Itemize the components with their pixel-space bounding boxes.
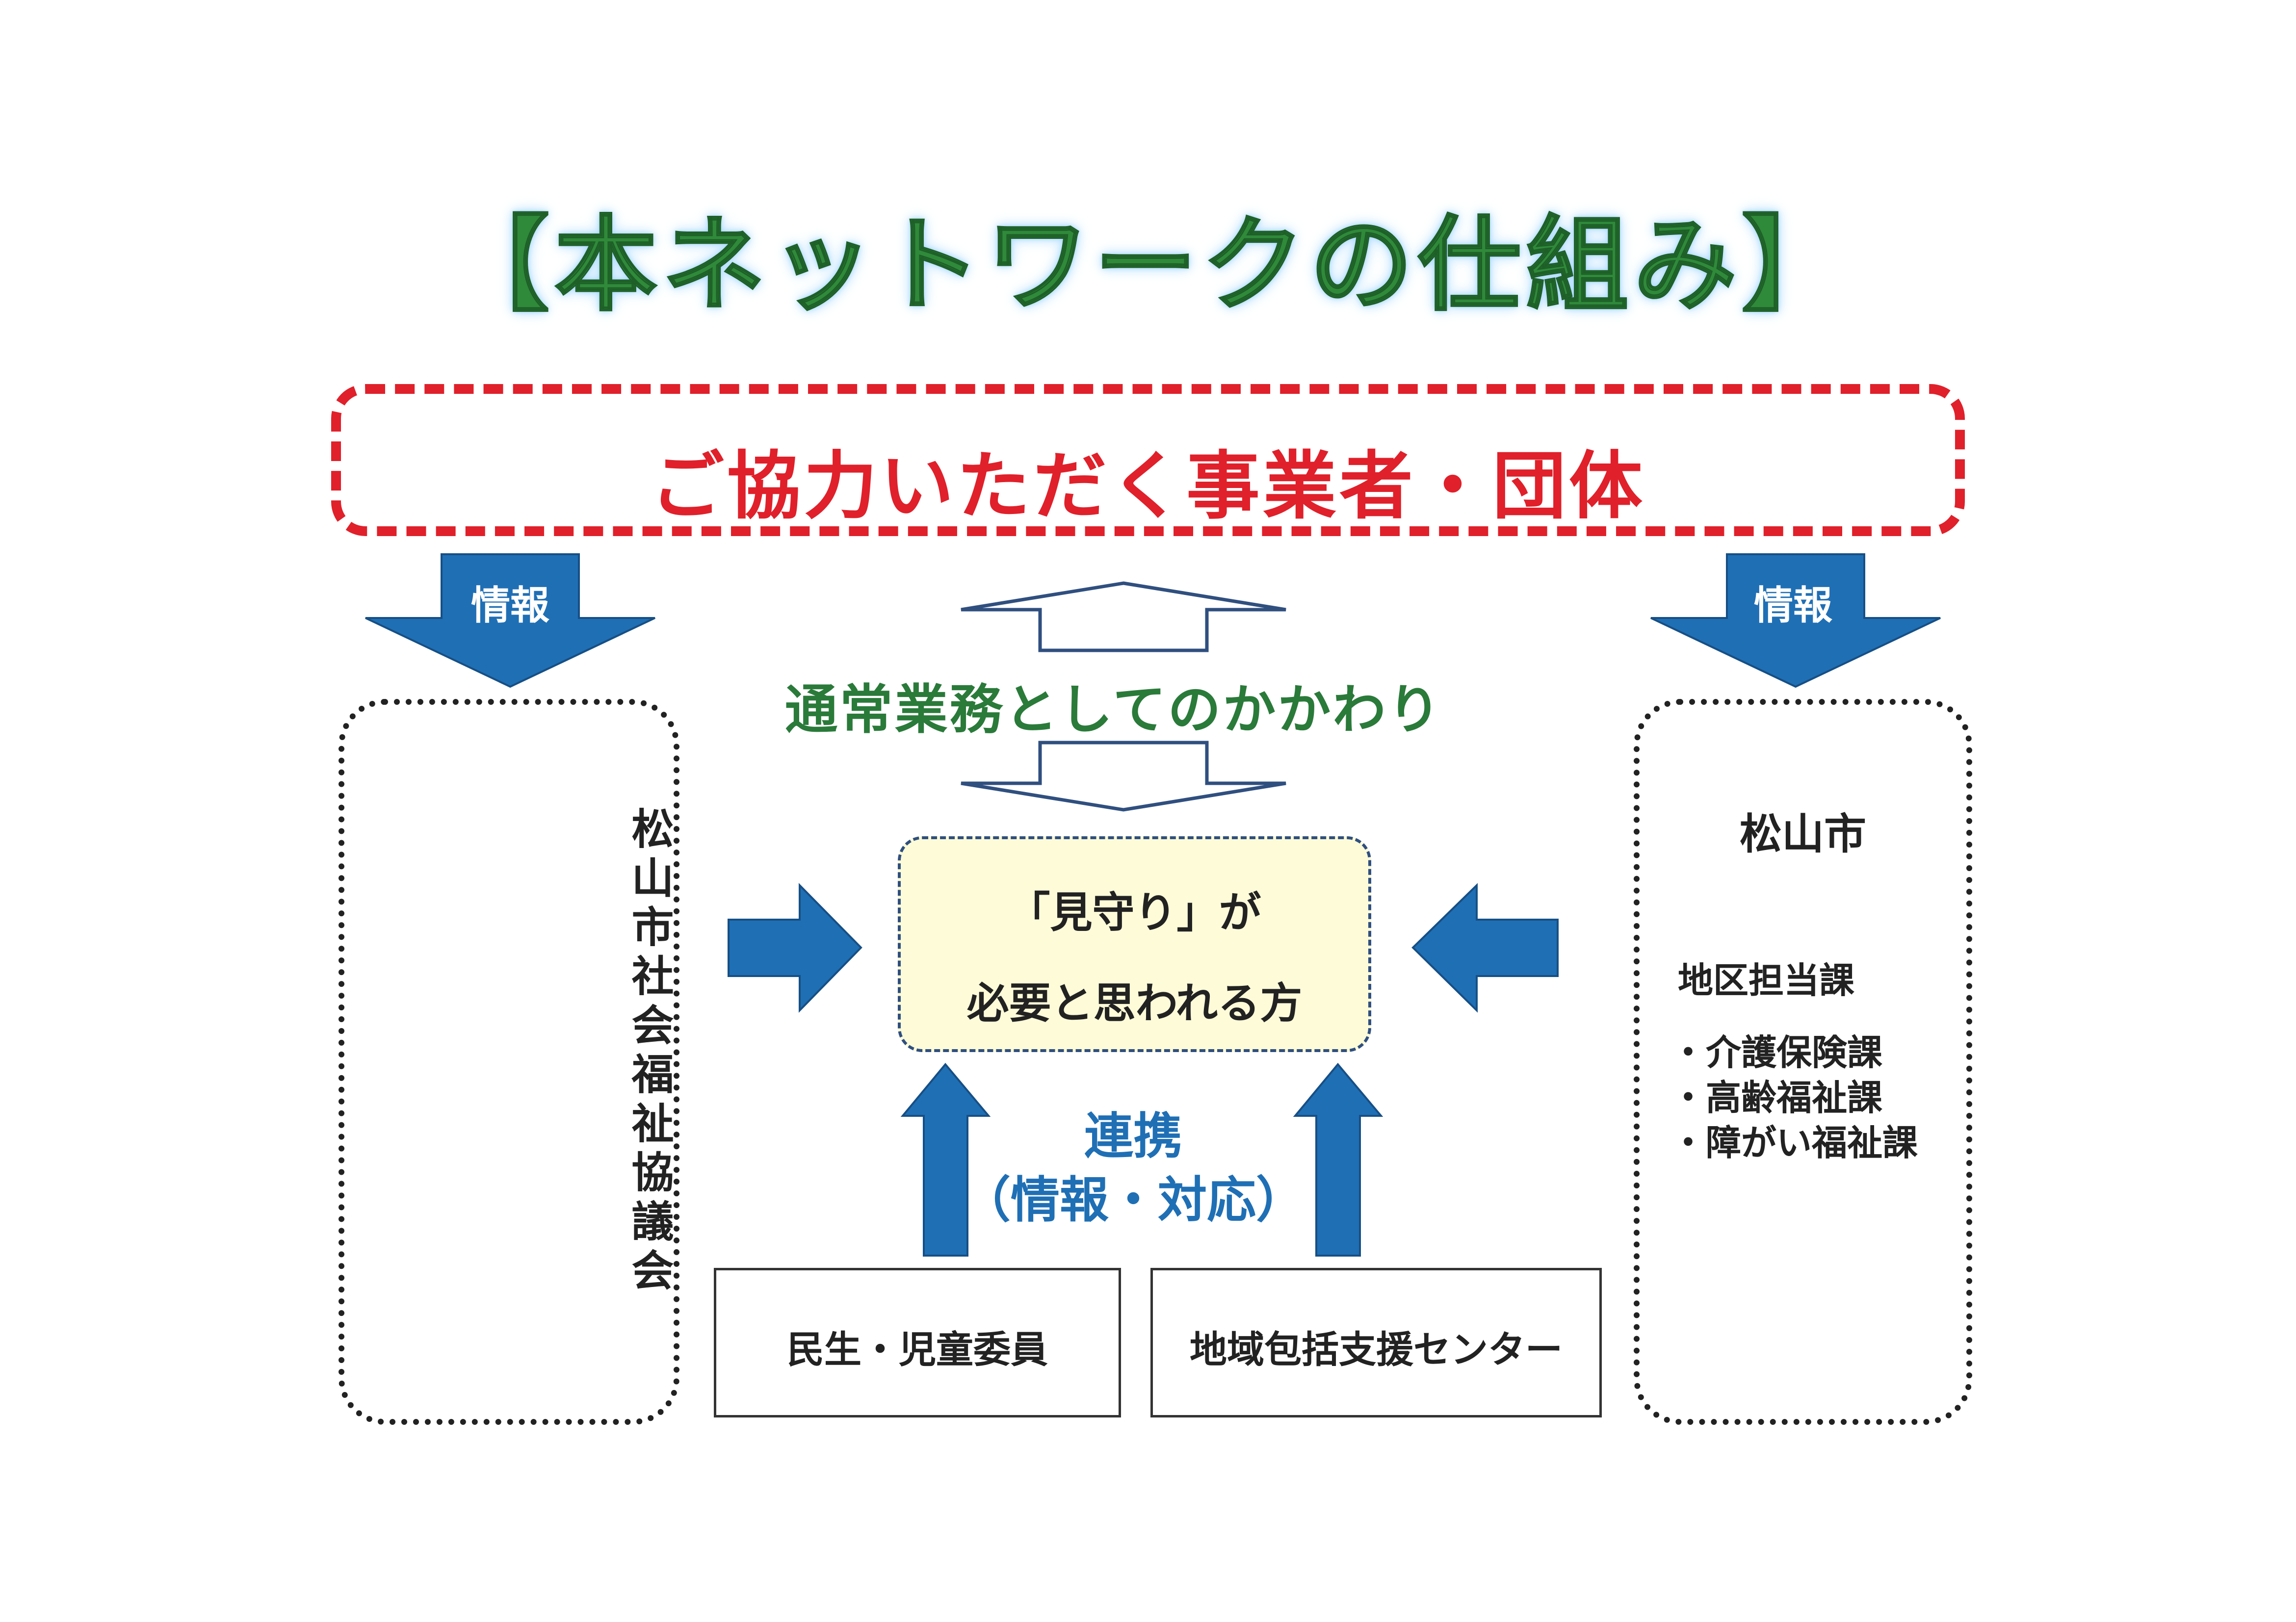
- right-to-center-arrow: [1411, 883, 1559, 1013]
- dept-item: ・障がい福祉課: [1670, 1122, 1918, 1163]
- left-to-center-arrow: [728, 883, 862, 1013]
- left-org-label: 松山市社会福祉協議会: [624, 807, 673, 1297]
- left-info-arrow: [365, 553, 655, 688]
- chiiki-label: 地域包括支援センター: [1190, 1328, 1563, 1371]
- right-info-label: 情報: [1754, 583, 1832, 628]
- relation-down-arrow: [961, 741, 1286, 812]
- target-box: [898, 836, 1371, 1052]
- left-info-label: 情報: [471, 583, 549, 628]
- right-org-depts: ・介護保険課 ・高齢福祉課 ・障がい福祉課: [1670, 1030, 1918, 1165]
- page-title: 【本ネットワークの仕組み】: [445, 205, 1850, 326]
- right-org-box: [1634, 699, 1972, 1425]
- right-org-subtitle: 地区担当課: [1678, 960, 1855, 1001]
- target-line2: 必要と思われる方: [966, 979, 1303, 1028]
- relation-label: 通常業務としてのかかわり: [784, 679, 1443, 741]
- right-org-title: 松山市: [1740, 810, 1866, 859]
- target-line1: 「見守り」が: [1008, 888, 1261, 937]
- collab-label-2: （情報・対応）: [962, 1171, 1305, 1229]
- relation-up-arrow: [961, 581, 1286, 652]
- dept-item: ・高齢福祉課: [1670, 1077, 1883, 1118]
- chiiki-box: [1150, 1268, 1602, 1417]
- partners-label: ご協力いただく事業者・団体: [650, 444, 1645, 529]
- minsei-label: 民生・児童委員: [787, 1328, 1048, 1371]
- partners-box: [331, 384, 1965, 536]
- right-info-arrow: [1650, 553, 1941, 688]
- collab-label-1: 連携: [1084, 1107, 1182, 1165]
- left-org-name: 松山市社会福祉協議会: [339, 782, 679, 1322]
- left-org-box: [339, 699, 679, 1425]
- minsei-up-arrow: [900, 1062, 991, 1257]
- minsei-box: [714, 1268, 1121, 1417]
- dept-item: ・介護保険課: [1670, 1032, 1883, 1073]
- chiiki-up-arrow: [1293, 1062, 1383, 1257]
